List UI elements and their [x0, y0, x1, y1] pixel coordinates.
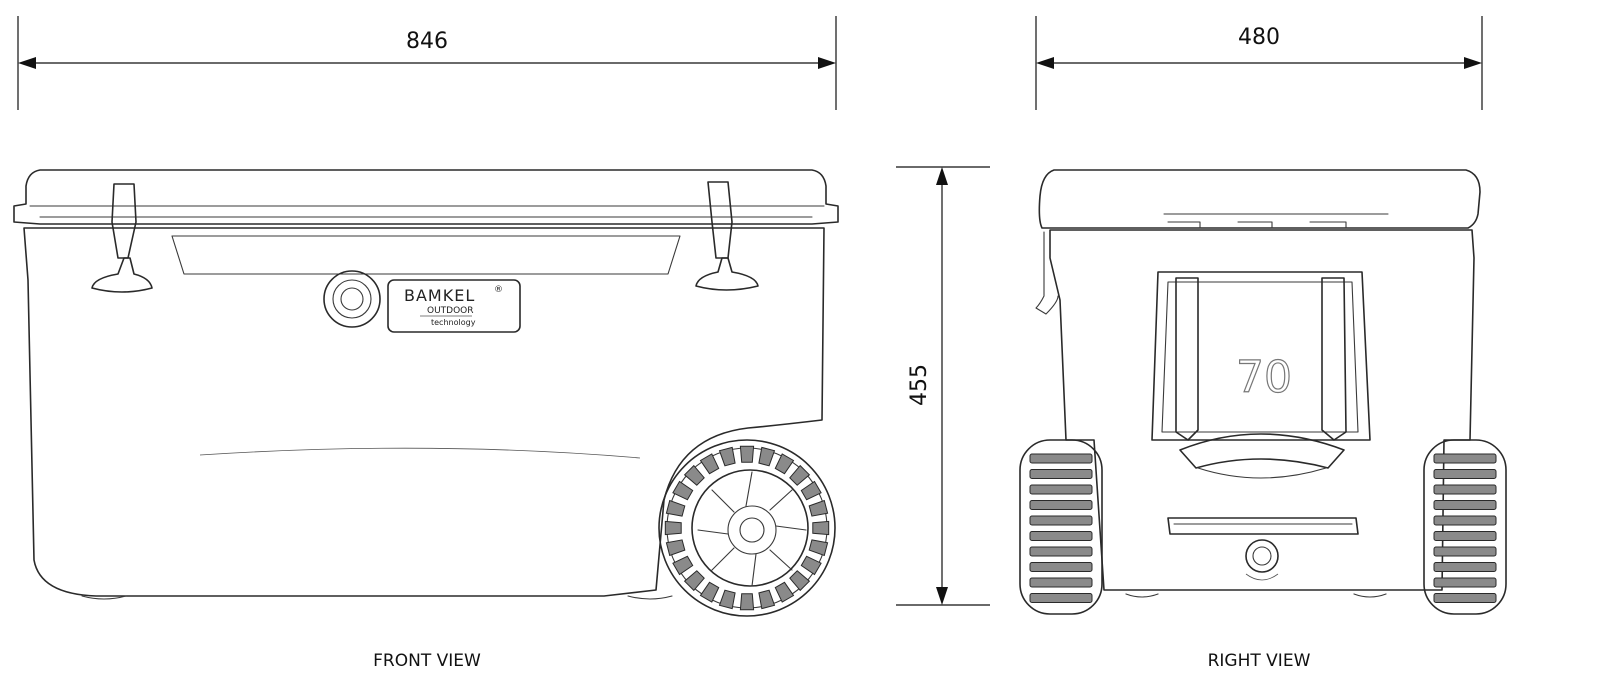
tread-block: [1433, 531, 1497, 541]
lid-hinge-tabs: [1167, 221, 1347, 229]
body-contour: [199, 447, 641, 459]
tread-block: [1029, 531, 1093, 541]
body: [23, 227, 825, 597]
side-feet: [1125, 593, 1387, 598]
tread-block: [789, 570, 811, 592]
tread-block: [758, 446, 776, 467]
brand-badge: BAMKEL ® OUTDOOR technology: [387, 279, 521, 333]
side-handle-recess: 70: [1151, 271, 1371, 479]
drain-plug-side: [1245, 539, 1279, 573]
tread-block: [1433, 562, 1497, 572]
tread-block: [739, 593, 755, 611]
dimension-height: 455: [896, 166, 990, 606]
tread-block: [665, 499, 686, 517]
tread-block: [664, 520, 682, 536]
body: [1049, 229, 1475, 591]
tread-block: [1029, 515, 1093, 526]
tread-block: [699, 581, 720, 603]
tread-block: [718, 589, 736, 610]
side-width-value: 480: [1238, 25, 1280, 50]
front-width-value: 846: [406, 29, 448, 54]
arrowhead-right: [1464, 57, 1482, 69]
right-view-cooler: 70: [1019, 169, 1507, 615]
badge-registered-mark: ®: [494, 285, 503, 295]
tread-block: [808, 499, 829, 517]
strap-right: [1321, 277, 1347, 441]
tread-block: [758, 589, 776, 610]
tread-block: [672, 480, 694, 501]
tread-block: [718, 446, 736, 467]
strap-left: [1175, 277, 1199, 441]
tread-block: [1029, 562, 1093, 572]
lid: [1038, 169, 1481, 229]
front-wheel: [658, 439, 836, 617]
arrowhead-right: [818, 57, 836, 69]
right-view-wheel-right: [1423, 439, 1507, 615]
right-view-label: RIGHT VIEW: [1208, 651, 1311, 671]
wheel-tread: [1433, 453, 1497, 603]
tread-block: [739, 445, 755, 463]
side-latch: [1035, 231, 1059, 315]
front-foot-right: [627, 595, 673, 600]
tread-block: [774, 581, 795, 603]
arrowhead-top: [936, 167, 948, 185]
tread-block: [1433, 515, 1497, 526]
lid: [13, 169, 839, 225]
bottom-slot: [1167, 517, 1359, 535]
tread-block: [1433, 593, 1497, 603]
tread-block: [672, 555, 694, 576]
tread-block: [800, 480, 822, 501]
tread-block: [699, 453, 720, 475]
tread-block: [1029, 500, 1093, 510]
tread-block: [1433, 484, 1497, 495]
tread-block: [683, 570, 705, 592]
badge-brand: BAMKEL: [404, 286, 475, 305]
tread-block: [1433, 546, 1497, 557]
badge-line3: technology: [431, 318, 476, 327]
tread-block: [1029, 469, 1093, 479]
tread-block: [1433, 453, 1497, 464]
tread-block: [1029, 484, 1093, 495]
tread-block: [1029, 546, 1093, 557]
plug-tether: [1245, 573, 1279, 581]
latch-right: [695, 181, 759, 291]
tread-block: [812, 520, 830, 536]
tread-block: [800, 555, 822, 576]
tread-block: [808, 539, 829, 557]
front-view-cooler: BAMKEL ® OUTDOOR technology: [13, 169, 839, 617]
arrowhead-left: [18, 57, 36, 69]
tread-block: [1433, 469, 1497, 479]
badge-line2: OUTDOOR: [427, 306, 474, 316]
tread-block: [665, 539, 686, 557]
tread-block: [1029, 577, 1093, 588]
tread-block: [1029, 453, 1093, 464]
dimension-side-width: 480: [1035, 16, 1483, 110]
capacity-emboss: 70: [1236, 352, 1292, 403]
tread-block: [1433, 500, 1497, 510]
front-view-label: FRONT VIEW: [373, 651, 481, 671]
height-value: 455: [907, 364, 932, 406]
right-view-wheel-left: [1019, 439, 1103, 615]
arrowhead-bottom: [936, 587, 948, 605]
arrowhead-left: [1036, 57, 1054, 69]
latch-left: [91, 183, 153, 293]
tread-block: [789, 464, 811, 486]
tread-block: [683, 464, 705, 486]
tread-block: [1029, 593, 1093, 603]
tread-block: [1433, 577, 1497, 588]
handle-grip-underside: [1197, 467, 1327, 479]
tread-block: [774, 453, 795, 475]
dimension-front-width: 846: [17, 16, 837, 110]
front-foot-left: [81, 595, 127, 600]
wheel-tread: [664, 445, 830, 611]
handle-recess: [171, 235, 681, 275]
drain-plug-front: [323, 270, 381, 328]
wheel-tread: [1029, 453, 1093, 603]
handle-grip: [1179, 433, 1345, 469]
